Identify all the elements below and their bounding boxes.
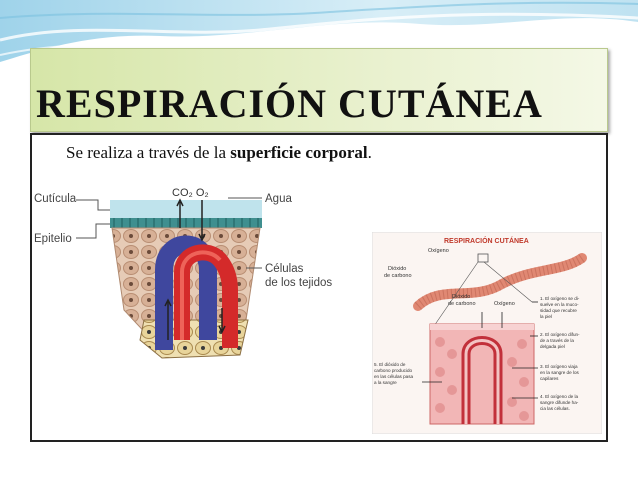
decorative-wave-band [0, 0, 638, 62]
label-dioxido-top-1: Dióxido [388, 266, 406, 272]
label-dioxido-mid-1: Dióxido [452, 294, 470, 300]
vein-vessel [155, 235, 217, 350]
label-dioxido-top-2: de carbono [384, 273, 412, 279]
label-gases: CO₂ O₂ [172, 187, 209, 199]
note2-line1: 2. El oxígeno difun- [540, 332, 580, 337]
note2-line2: de a través de la [540, 338, 574, 343]
label-celulas-2: de los tejidos [265, 277, 332, 289]
title-box [30, 48, 608, 132]
note1-line4: la piel [540, 314, 552, 319]
lead-text: Se realiza a través de la superficie cor… [66, 143, 372, 163]
note3-line2: en la sangre de los [540, 370, 580, 375]
note1-line1: 1. El oxígeno se di- [540, 296, 580, 301]
note5-line1: 5. El dióxido de [374, 362, 406, 367]
note5-line3: en las células pasa [374, 374, 414, 379]
note1-line3: sidad que recubre [540, 308, 577, 313]
note4-line2: sangre difunde ha- [540, 400, 579, 405]
lead-bold: superficie corporal [230, 143, 368, 162]
lead-suffix: . [367, 143, 372, 162]
note5-line4: a la sangre [374, 380, 397, 385]
skin-capillary-diagram: Cutícula Epitelio CO₂ O₂ Agua Células de… [34, 187, 332, 359]
lead-prefix: Se realiza a través de la [66, 143, 231, 162]
label-agua: Agua [265, 193, 292, 205]
right-diagram-title: RESPIRACIÓN CUTÁNEA [444, 236, 529, 245]
label-cuticula: Cutícula [34, 193, 77, 205]
label-oxigeno-mid: Oxígeno [494, 301, 515, 307]
label-epitelio: Epitelio [34, 233, 72, 245]
label-oxigeno-top: Oxígeno [428, 248, 449, 254]
label-dioxido-mid-2: de carbono [448, 301, 476, 307]
note2-line3: delgada piel [540, 344, 565, 349]
earthworm-respiration-diagram: RESPIRACIÓN CUTÁNEA Oxígeno Dióxido de c… [372, 232, 602, 434]
note5-line2: carbono producido [374, 368, 412, 373]
slide-title: RESPIRACIÓN CUTÁNEA [36, 81, 543, 126]
gas-exchange-arrows [164, 198, 226, 340]
note3-line3: capilares [540, 376, 559, 381]
note4-line3: cia las células. [540, 406, 570, 411]
note4-line1: 4. El oxígeno de la [540, 394, 578, 399]
note3-line1: 3. El oxígeno viaja [540, 364, 578, 369]
label-celulas-1: Células [265, 263, 304, 275]
cuticle-layer [110, 200, 262, 218]
note1-line2: suelve en la muco- [540, 302, 579, 307]
